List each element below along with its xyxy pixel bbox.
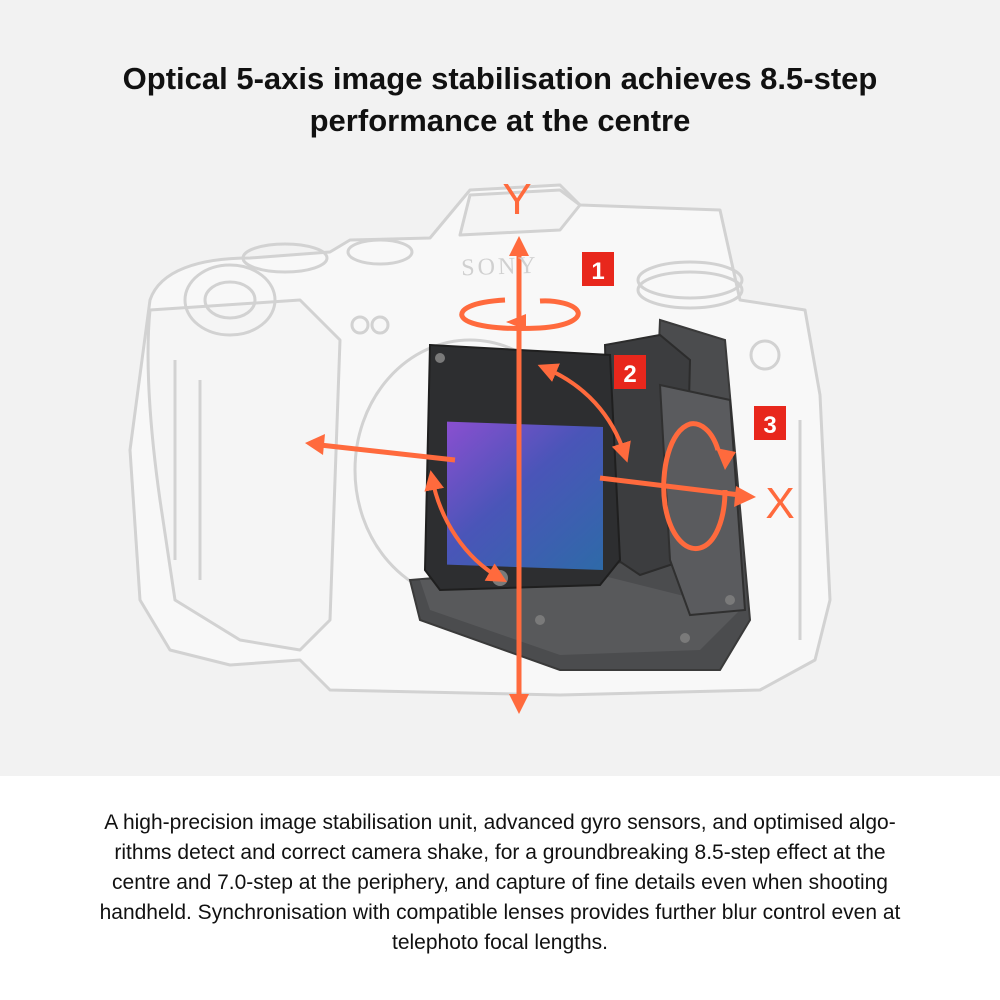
badge-2-label: 2 <box>623 361 636 388</box>
camera-brand-logo: SONY <box>461 253 539 282</box>
diagonal-shift-arrow-upper <box>537 363 631 463</box>
title-line-2: performance at the centre <box>309 103 691 138</box>
stabilisation-diagram: Y X SONY 1 2 <box>128 175 832 714</box>
badge-1-label: 1 <box>591 258 604 285</box>
image-sensor <box>447 421 603 571</box>
description-line-3: centre and 7.0-step at the periphery, an… <box>112 871 888 894</box>
y-rotation-arrow <box>459 297 581 331</box>
x-rotation-arrow <box>661 421 736 552</box>
page-title: Optical 5-axis image stabilisation achie… <box>40 58 960 142</box>
description-line-5: telephoto focal lengths. <box>392 931 608 954</box>
y-axis-label: Y <box>502 175 531 224</box>
description-line-2: rithms detect and correct camera shake, … <box>114 841 886 864</box>
diagonal-shift-arrow-lower <box>424 470 507 582</box>
description-paragraph: A high-precision image stabilisation uni… <box>40 808 960 958</box>
badge-3-label: 3 <box>763 412 776 439</box>
title-line-1: Optical 5-axis image stabilisation achie… <box>122 61 878 96</box>
x-axis-label: X <box>765 479 794 528</box>
description-line-1: A high-precision image stabilisation uni… <box>104 811 896 834</box>
badge-2: 2 <box>614 355 646 389</box>
hero-panel: Y X SONY 1 2 <box>0 0 1000 776</box>
badge-3: 3 <box>754 406 786 440</box>
description-line-4: handheld. Synchronisation with compatibl… <box>99 901 901 924</box>
x-axis-arrow <box>305 434 756 507</box>
badge-1: 1 <box>582 252 614 286</box>
